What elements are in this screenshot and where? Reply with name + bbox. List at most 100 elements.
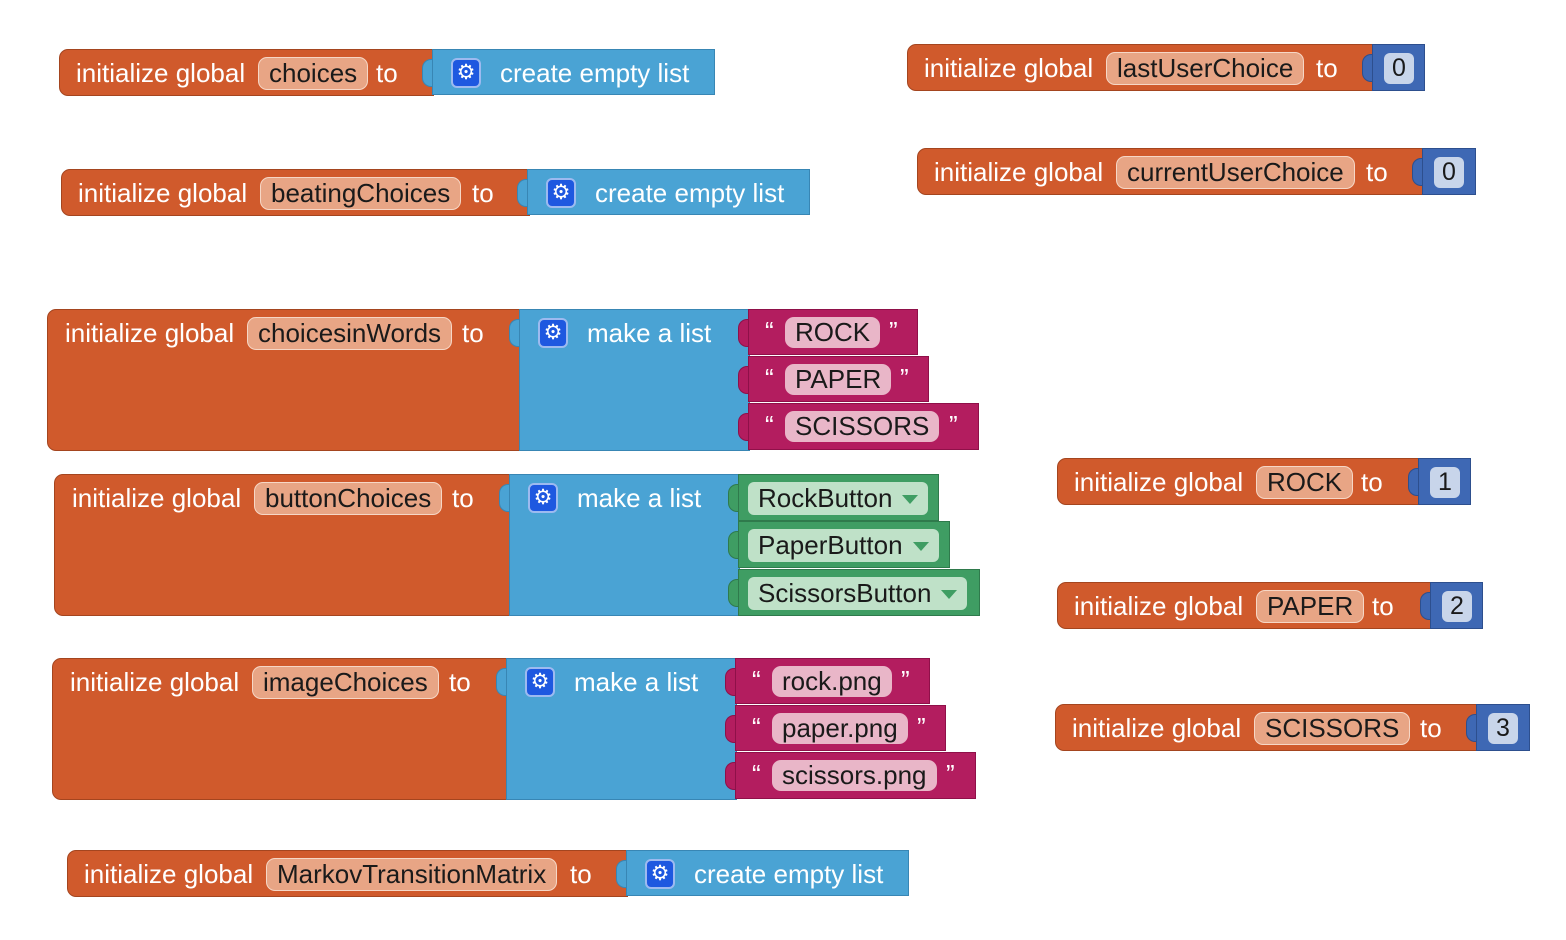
quote-close: ”: [949, 410, 958, 440]
socket-connector: [725, 762, 736, 790]
component-block-scissorsbutton[interactable]: ScissorsButton: [738, 569, 980, 616]
number-block[interactable]: 2: [1430, 582, 1483, 629]
make-a-list-label: make a list: [587, 318, 712, 348]
make-a-list-block[interactable]: ⚙ make a list: [519, 309, 750, 451]
number-value-field[interactable]: 1: [1430, 467, 1460, 498]
quote-close: ”: [901, 665, 910, 695]
text-value-field[interactable]: SCISSORS: [785, 411, 940, 442]
make-a-list-label: make a list: [577, 483, 702, 513]
component-name: PaperButton: [758, 530, 903, 560]
component-dropdown[interactable]: RockButton: [748, 482, 929, 515]
text-value-field[interactable]: rock.png: [772, 666, 892, 697]
number-block[interactable]: 3: [1476, 704, 1530, 751]
make-a-list-block[interactable]: ⚙ make a list: [506, 658, 737, 800]
component-name: ScissorsButton: [758, 578, 932, 608]
number-value-field[interactable]: 3: [1488, 713, 1518, 744]
socket-connector: [728, 484, 739, 512]
quote-close: ”: [889, 316, 898, 346]
component-dropdown[interactable]: ScissorsButton: [748, 577, 968, 610]
socket-connector: [728, 579, 739, 607]
variable-name-field[interactable]: buttonChoices: [254, 482, 443, 515]
number-value-field[interactable]: 0: [1434, 157, 1464, 188]
gear-icon[interactable]: ⚙: [528, 483, 558, 513]
variable-name-field[interactable]: choices: [258, 57, 369, 90]
socket-connector: [738, 319, 749, 347]
init-global-rock-block[interactable]: initialize global ROCK to: [1057, 458, 1421, 505]
quote-open: “: [765, 316, 774, 346]
socket-connector: [1466, 714, 1477, 742]
gear-icon[interactable]: ⚙: [645, 859, 675, 889]
to-label: to: [1361, 467, 1383, 497]
number-value-field[interactable]: 2: [1442, 591, 1472, 622]
to-label: to: [1372, 591, 1394, 621]
text-value-field[interactable]: PAPER: [785, 364, 892, 395]
init-global-currentUserChoice-block[interactable]: initialize global currentUserChoice to: [917, 148, 1424, 195]
component-block-rockbutton[interactable]: RockButton: [738, 474, 939, 521]
quote-open: “: [752, 759, 761, 789]
text-value-field[interactable]: scissors.png: [772, 760, 937, 791]
init-global-paper-block[interactable]: initialize global PAPER to: [1057, 582, 1433, 629]
text-string-block[interactable]: “ paper.png ”: [735, 705, 946, 751]
socket-connector: [725, 715, 736, 743]
gear-icon[interactable]: ⚙: [538, 318, 568, 348]
create-empty-list-block[interactable]: ⚙ create empty list: [626, 850, 909, 896]
quote-open: “: [765, 410, 774, 440]
number-block[interactable]: 1: [1418, 458, 1471, 505]
socket-connector: [616, 860, 627, 888]
variable-name-field[interactable]: ROCK: [1256, 466, 1354, 499]
init-global-label: initialize global: [65, 318, 235, 348]
dropdown-arrow-icon: [912, 542, 929, 551]
gear-icon[interactable]: ⚙: [451, 58, 481, 88]
to-label: to: [472, 178, 494, 208]
to-label: to: [570, 859, 592, 889]
gear-icon[interactable]: ⚙: [525, 667, 555, 697]
variable-name-field[interactable]: imageChoices: [252, 666, 439, 699]
text-string-block[interactable]: “ ROCK ”: [748, 309, 918, 355]
variable-name-field[interactable]: MarkovTransitionMatrix: [266, 858, 558, 891]
text-value-field[interactable]: ROCK: [785, 317, 881, 348]
create-empty-list-block[interactable]: ⚙ create empty list: [432, 49, 715, 95]
create-empty-list-label: create empty list: [694, 859, 884, 889]
create-empty-list-block[interactable]: ⚙ create empty list: [527, 169, 810, 215]
quote-close: ”: [946, 759, 955, 789]
variable-name-field[interactable]: SCISSORS: [1254, 712, 1411, 745]
text-string-block[interactable]: “ scissors.png ”: [735, 752, 976, 799]
init-global-lastUserChoice-block[interactable]: initialize global lastUserChoice to: [907, 44, 1374, 91]
socket-connector: [509, 319, 520, 347]
create-empty-list-label: create empty list: [500, 58, 690, 88]
text-string-block[interactable]: “ rock.png ”: [735, 658, 930, 704]
init-global-markov-block[interactable]: initialize global MarkovTransitionMatrix…: [67, 850, 628, 897]
variable-name-field[interactable]: beatingChoices: [260, 177, 462, 210]
socket-connector: [1412, 158, 1423, 186]
variable-name-field[interactable]: currentUserChoice: [1116, 156, 1355, 189]
component-dropdown[interactable]: PaperButton: [748, 529, 939, 562]
to-label: to: [462, 318, 484, 348]
number-block[interactable]: 0: [1372, 44, 1425, 91]
number-value-field[interactable]: 0: [1384, 53, 1414, 84]
init-global-beatingChoices-block[interactable]: initialize global beatingChoices to: [61, 169, 530, 216]
init-global-buttonChoices-block[interactable]: initialize global buttonChoices to: [54, 474, 511, 616]
text-string-block[interactable]: “ PAPER ”: [748, 356, 929, 402]
init-global-imageChoices-block[interactable]: initialize global imageChoices to: [52, 658, 508, 800]
socket-connector: [1408, 468, 1419, 496]
component-block-paperbutton[interactable]: PaperButton: [738, 521, 950, 568]
text-string-block[interactable]: “ SCISSORS ”: [748, 403, 979, 450]
init-global-choicesinWords-block[interactable]: initialize global choicesinWords to: [47, 309, 521, 451]
variable-name-field[interactable]: lastUserChoice: [1106, 52, 1305, 85]
to-label: to: [1316, 53, 1338, 83]
init-global-label: initialize global: [1074, 467, 1244, 497]
number-block[interactable]: 0: [1422, 148, 1476, 195]
socket-connector: [499, 484, 510, 512]
init-global-label: initialize global: [72, 483, 242, 513]
init-global-scissors-block[interactable]: initialize global SCISSORS to: [1055, 704, 1479, 751]
variable-name-field[interactable]: PAPER: [1256, 590, 1365, 623]
init-global-label: initialize global: [924, 53, 1094, 83]
text-value-field[interactable]: paper.png: [772, 713, 908, 744]
make-a-list-block[interactable]: ⚙ make a list: [509, 474, 740, 616]
socket-connector: [1362, 54, 1373, 82]
init-global-choices-block[interactable]: initialize global choices to: [59, 49, 434, 96]
quote-open: “: [752, 712, 761, 742]
variable-name-field[interactable]: choicesinWords: [247, 317, 453, 350]
init-global-label: initialize global: [934, 157, 1104, 187]
gear-icon[interactable]: ⚙: [546, 178, 576, 208]
